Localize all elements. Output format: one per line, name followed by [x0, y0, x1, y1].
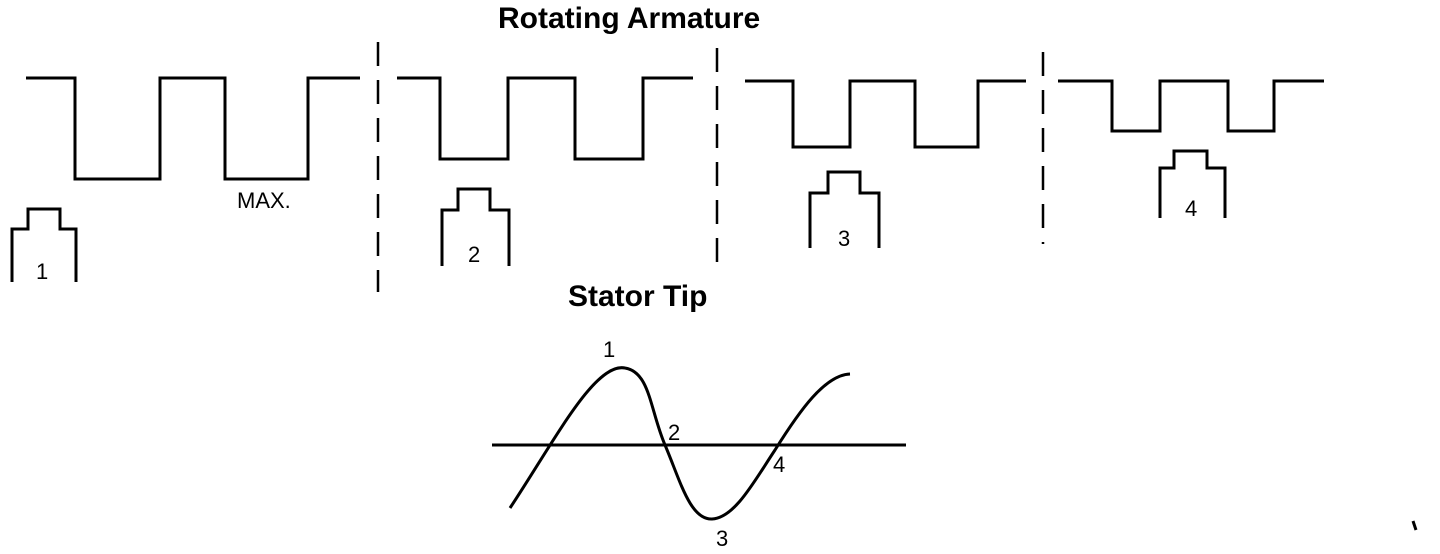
- stator-tooth-2: [440, 187, 511, 266]
- tooth-label-2: 2: [468, 242, 480, 267]
- tooth-label-3: 3: [838, 226, 850, 251]
- sine-label-zero-down: 2: [668, 420, 680, 445]
- stator-tooth-4: [1158, 149, 1227, 218]
- stator-sine-wave: [508, 366, 851, 521]
- stator-title: Stator Tip: [568, 280, 708, 313]
- max-label: MAX.: [237, 188, 291, 213]
- sine-label-trough: 3: [716, 526, 728, 551]
- armature-wave-4: [1058, 79, 1324, 133]
- stray-mark: [1411, 520, 1418, 531]
- sine-label-zero-up: 4: [773, 452, 785, 477]
- stator-tooth-3: [808, 170, 881, 248]
- sine-label-peak: 1: [603, 337, 615, 362]
- armature-wave-3: [745, 79, 1026, 149]
- tooth-label-4: 4: [1185, 196, 1197, 221]
- tooth-label-1: 1: [36, 259, 48, 284]
- stator-tooth-1: [10, 207, 78, 282]
- armature-title: Rotating Armature: [498, 2, 761, 35]
- armature-wave-2: [397, 76, 693, 161]
- armature-wave-1: [26, 76, 360, 181]
